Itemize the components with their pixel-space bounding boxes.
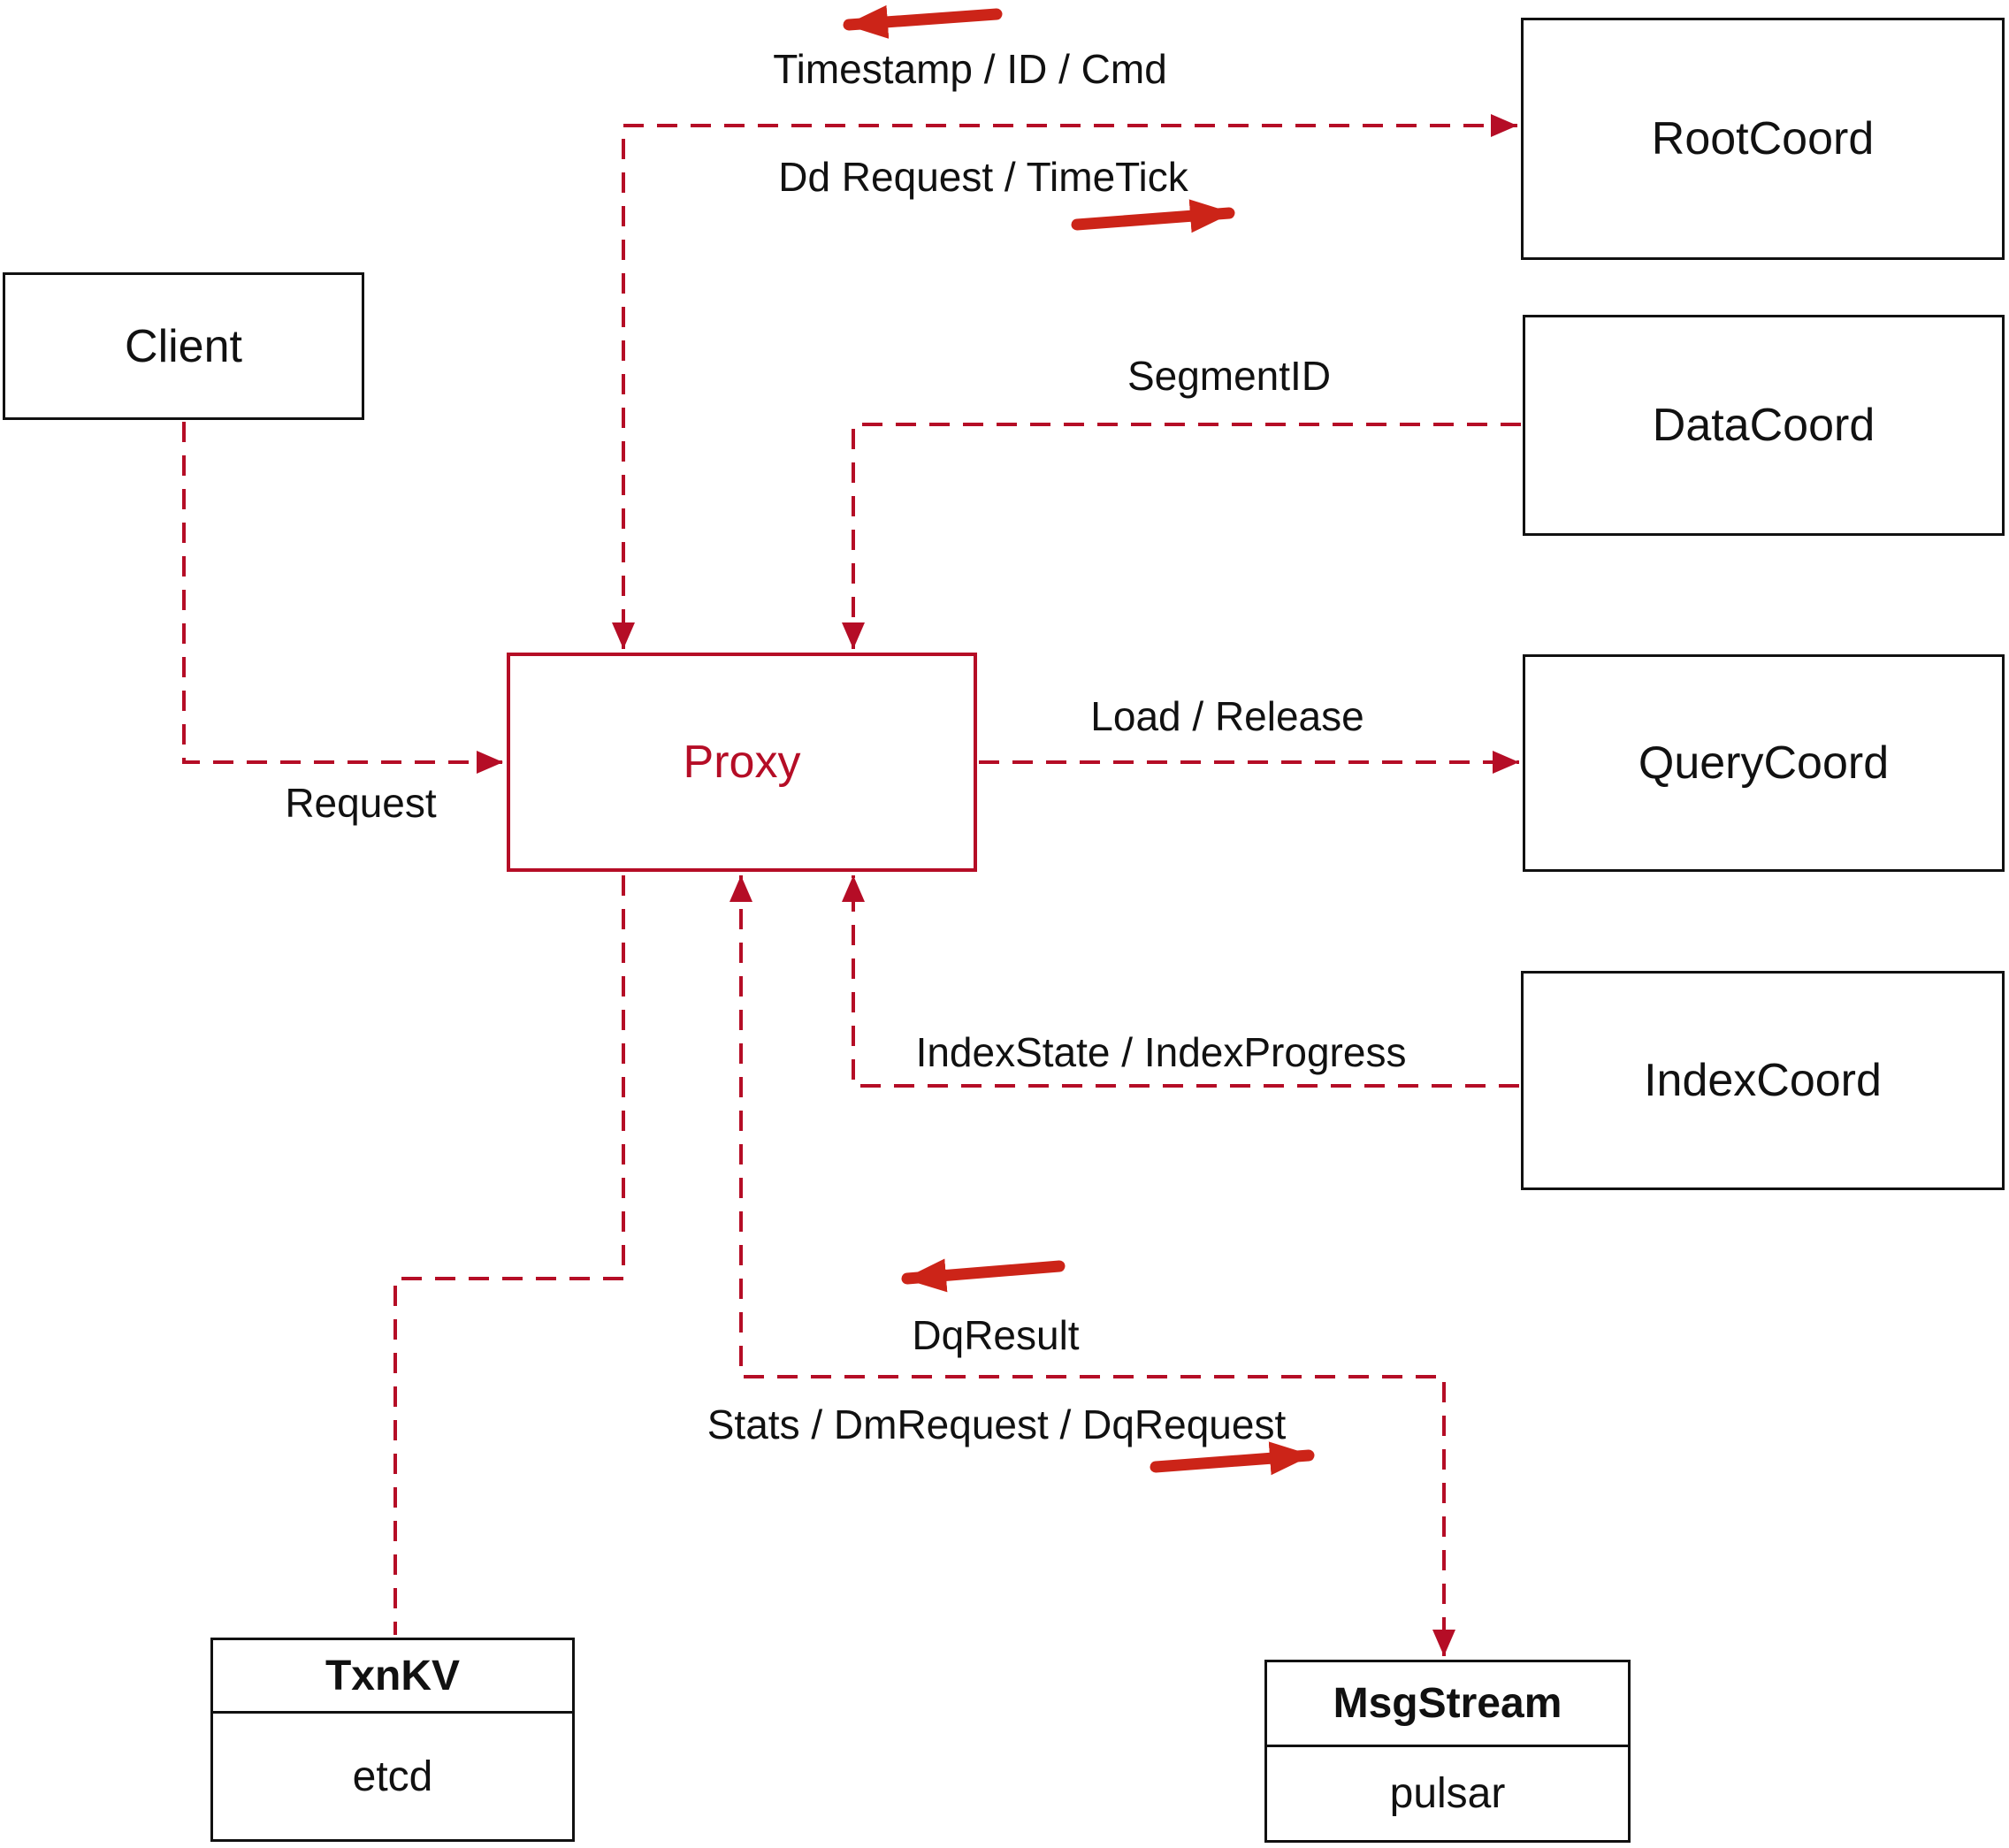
node-txnkv-impl: etcd — [352, 1753, 433, 1800]
node-client: Client — [3, 272, 364, 420]
edge-proxy-txnkv — [393, 875, 625, 1635]
edge-label-timestamp-id-cmd: Timestamp / ID / Cmd — [773, 46, 1167, 92]
edge-label-stats-dmrequest-dqrequest: Stats / DmRequest / DqRequest — [707, 1401, 1287, 1447]
arrow-left-icon — [901, 1258, 1066, 1293]
arrow-right-icon — [1071, 199, 1235, 233]
node-datacoord-label: DataCoord — [1652, 400, 1875, 451]
node-querycoord: QueryCoord — [1523, 654, 2005, 872]
edge-proxy-rootcoord — [612, 114, 1517, 649]
node-proxy-label: Proxy — [683, 737, 801, 788]
edge-label-segmentid: SegmentID — [1127, 353, 1332, 399]
node-txnkv: TxnKV etcd — [210, 1638, 575, 1842]
node-indexcoord-label: IndexCoord — [1644, 1055, 1882, 1106]
edge-datacoord-proxy — [842, 423, 1521, 649]
node-msgstream: MsgStream pulsar — [1264, 1660, 1631, 1843]
node-msgstream-title: MsgStream — [1267, 1662, 1628, 1747]
node-querycoord-label: QueryCoord — [1638, 737, 1890, 789]
node-indexcoord: IndexCoord — [1521, 971, 2005, 1190]
edge-label-request: Request — [285, 780, 437, 826]
node-client-label: Client — [125, 320, 242, 372]
edge-proxy-msgstream — [730, 875, 1455, 1656]
node-proxy: Proxy — [507, 653, 977, 872]
edge-label-load-release: Load / Release — [1090, 693, 1364, 739]
edge-label-indexstate-indexprogress: IndexState / IndexProgress — [915, 1029, 1407, 1075]
node-datacoord: DataCoord — [1523, 315, 2005, 536]
edge-client-proxy — [182, 422, 503, 774]
edge-label-dd-request-timetick: Dd Request / TimeTick — [778, 154, 1188, 200]
arrow-left-icon — [843, 4, 1003, 39]
node-rootcoord: RootCoord — [1521, 18, 2005, 260]
edge-label-dqresult: DqResult — [912, 1312, 1080, 1358]
node-txnkv-title: TxnKV — [213, 1640, 572, 1714]
node-msgstream-impl: pulsar — [1389, 1770, 1506, 1817]
node-rootcoord-label: RootCoord — [1651, 113, 1875, 164]
arrow-right-icon — [1150, 1441, 1315, 1476]
